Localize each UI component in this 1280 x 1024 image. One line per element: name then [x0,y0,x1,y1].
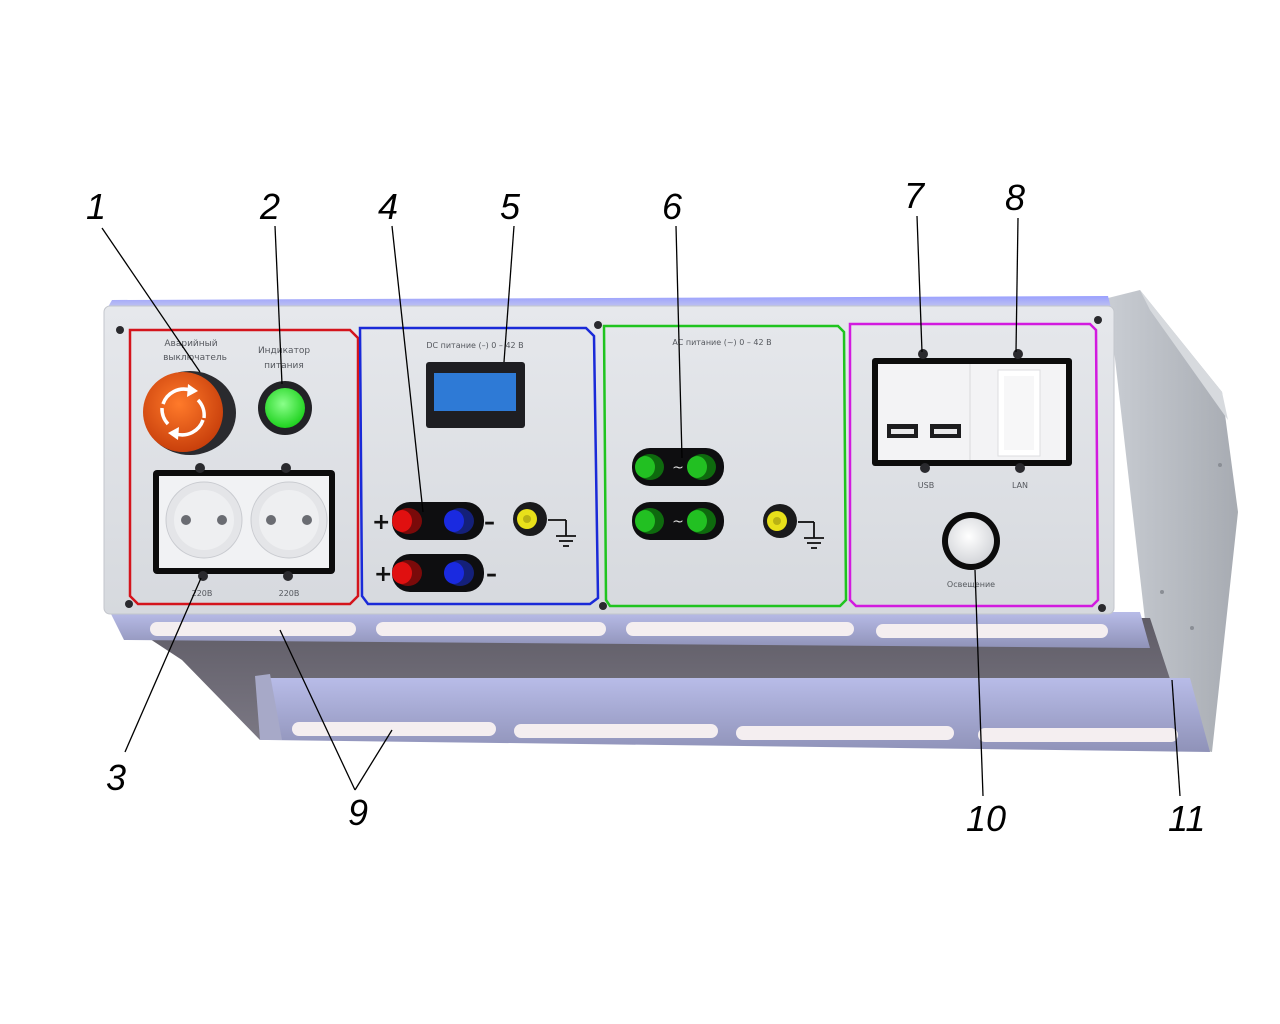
ground-symbol-icon [548,519,576,547]
callout-5: 5 [500,186,521,227]
usb-port-1[interactable] [887,424,918,438]
lighting-button[interactable] [942,512,1000,570]
lan-label: LAN [1012,481,1028,490]
dc-terminal-red-2[interactable] [392,560,422,586]
front-panel [103,305,1115,615]
dc-minus-sign-2: – [486,562,497,587]
callout-1: 1 [86,186,106,227]
lower-shelf [118,618,1210,752]
lower-vent-row [292,722,1178,742]
ac-tilde-2: ~ [672,514,684,530]
dc-terminal-red-1[interactable] [392,508,422,534]
lighting-label: Освещение [947,580,995,589]
callout-10: 10 [966,798,1006,839]
socket-left[interactable] [165,481,243,559]
dc-title: DC питание (–) 0 – 42 В [426,341,523,350]
dc-plus-sign-1: + [372,510,390,535]
ac-ground-terminal[interactable] [763,504,797,538]
ac-output-2: ~ [632,502,724,540]
emergency-section: Аварийный выключатель Индикатор питания [128,328,360,606]
indicator-label-line1: Индикатор [258,346,310,356]
callout-9: 9 [348,792,368,833]
ac-terminal-1a[interactable] [635,454,664,480]
ac-terminal-2b[interactable] [687,508,716,534]
dc-output-1 [392,502,484,540]
panel-screws [116,316,1106,612]
callout-11: 11 [1168,798,1205,839]
emergency-label-line1: Аварийный [164,339,217,349]
callout-8: 8 [1005,177,1025,218]
dc-voltage-display [426,362,525,428]
ac-ground-symbol-icon [798,521,824,549]
power-indicator-lamp [258,381,312,435]
dc-section: DC питание (–) 0 – 42 В + – [358,326,600,606]
socket-block [153,463,335,581]
ac-terminal-2a[interactable] [635,508,664,534]
dc-minus-sign-1: – [484,510,495,535]
callout-2: 2 [259,186,280,227]
emergency-label-line2: выключатель [163,353,227,363]
lan-port[interactable] [997,369,1041,457]
ac-tilde-1: ~ [672,460,684,476]
dc-terminal-blue-2[interactable] [444,560,474,586]
callout-6: 6 [662,186,683,227]
socket-right[interactable] [250,481,328,559]
callout-3: 3 [106,757,126,798]
emergency-stop-button[interactable] [143,371,236,455]
usb-lan-block [872,349,1072,473]
upper-rail [110,612,1150,648]
ac-title: AC питание (~) 0 – 42 В [672,338,771,347]
upper-vent-row [150,622,1108,638]
socket-left-label: 220В [192,589,213,598]
dc-ground-terminal[interactable] [513,502,547,536]
usb-label: USB [918,481,934,490]
side-wall [1108,290,1238,752]
ac-section: AC питание (~) 0 – 42 В ~ ~ [602,324,848,608]
usb-port-2[interactable] [930,424,961,438]
callout-leaders [101,215,1181,797]
callout-7: 7 [904,175,926,216]
dc-output-2 [392,554,484,592]
socket-right-label: 220В [279,589,300,598]
comm-section: USB LAN Освещение [848,322,1100,608]
callout-4: 4 [378,186,398,227]
indicator-label-line2: питания [264,361,304,371]
dc-plus-sign-2: + [374,562,392,587]
ac-terminal-1b[interactable] [687,454,716,480]
dc-terminal-blue-1[interactable] [444,508,474,534]
ac-output-1: ~ [632,448,724,486]
callout-numbers: 1 2 3 4 5 6 7 8 9 10 11 [86,175,1205,839]
rotate-arrows-icon [160,387,206,437]
